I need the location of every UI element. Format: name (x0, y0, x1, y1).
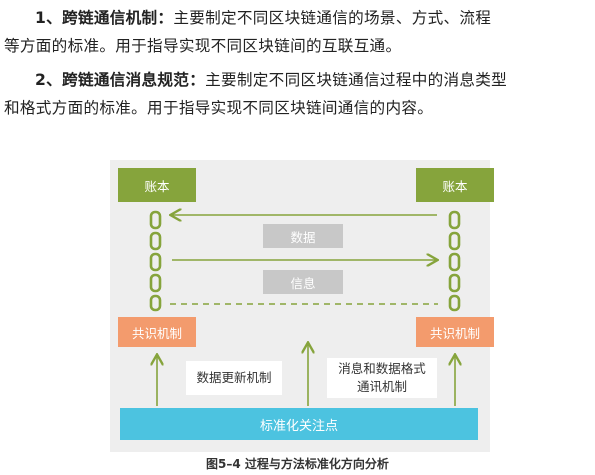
paragraph-message-spec: 2、跨链通信消息规范：主要制定不同区块链通信过程中的消息类型 和格式方面的标准。… (4, 66, 592, 122)
figure-caption: 图5–4 过程与方法标准化方向分析 (206, 457, 389, 471)
paragraph-text: 等方面的标准。用于指导实现不同区块链间的互联互通。 (4, 37, 402, 55)
format-mechanism-label: 消息和数据格式 通讯机制 (327, 358, 437, 398)
ledger-left-box: 账本 (118, 168, 196, 202)
consensus-left-box: 共识机制 (118, 317, 196, 347)
consensus-right-box: 共识机制 (416, 317, 494, 347)
paragraph-lead: 1、跨链通信机制： (35, 9, 174, 27)
paragraph-cross-chain-mechanism: 1、跨链通信机制：主要制定不同区块链通信的场景、方式、流程 等方面的标准。用于指… (4, 4, 592, 60)
format-mechanism-line1: 消息和数据格式 (338, 361, 426, 376)
paragraph-lead: 2、跨链通信消息规范： (35, 71, 206, 89)
chain-left-icon (149, 210, 162, 312)
paragraph-text: 主要制定不同区块链通信过程中的消息类型 (205, 71, 508, 89)
format-mechanism-line2: 通讯机制 (356, 379, 407, 394)
info-message-box: 信息 (263, 270, 343, 294)
ledger-right-box: 账本 (416, 168, 494, 202)
paragraph-text: 和格式方面的标准。用于指导实现不同区块链间通信的内容。 (4, 99, 434, 117)
paragraph-text: 主要制定不同区块链通信的场景、方式、流程 (173, 9, 492, 27)
chain-right-icon (448, 210, 461, 312)
data-message-box: 数据 (263, 224, 343, 248)
data-update-mechanism-label: 数据更新机制 (186, 361, 282, 395)
standardization-focus-bar: 标准化关注点 (120, 408, 478, 440)
